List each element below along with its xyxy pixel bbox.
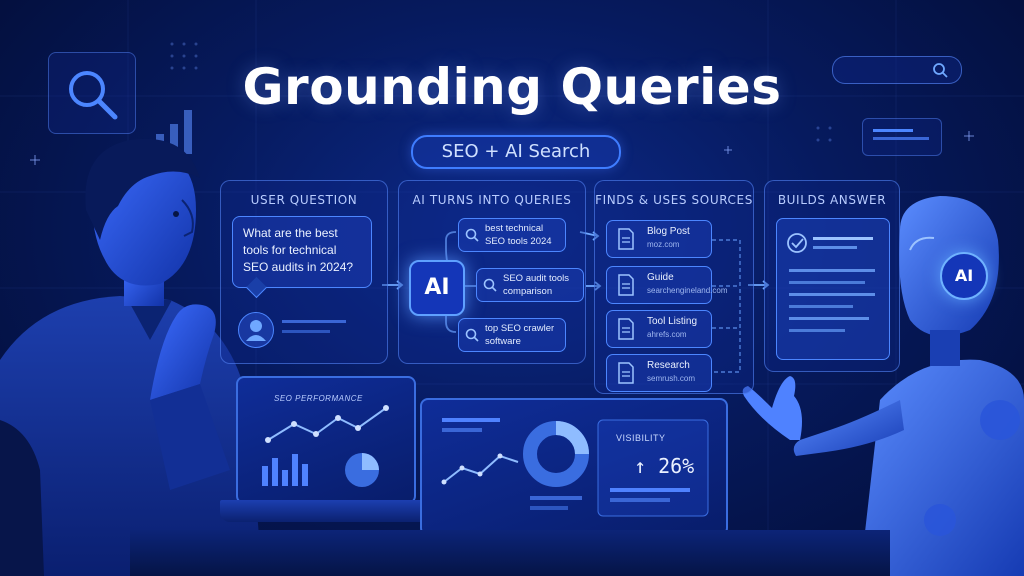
source-item: Tool Listing ahrefs.com [606, 310, 712, 348]
check-circle-icon [787, 233, 875, 332]
source-domain: semrush.com [647, 374, 696, 383]
source-title: Tool Listing [647, 316, 698, 327]
question-bubble: What are the best tools for technical SE… [232, 216, 372, 288]
laptop-label: SEO PERFORMANCE [274, 394, 363, 403]
text-card-decor [862, 118, 942, 156]
magnifier-card [48, 52, 136, 134]
document-icon [618, 318, 634, 340]
subtitle-badge: SEO + AI Search [411, 135, 621, 169]
panel-heading: BUILDS ANSWER [777, 193, 887, 207]
panel-heading: AI TURNS INTO QUERIES [412, 193, 572, 207]
source-title: Guide [647, 272, 674, 283]
robot-ai-badge: AI [940, 252, 988, 300]
page-title: Grounding Queries [242, 58, 782, 116]
panel-heading: FINDS & USES SOURCES [595, 193, 753, 207]
source-item: Blog Post moz.com [606, 220, 712, 258]
answer-document [776, 218, 890, 360]
query-text: SEO audit tools comparison [503, 273, 570, 297]
person-figure [0, 138, 262, 576]
line-chart-icon [262, 405, 389, 487]
source-domain: moz.com [647, 240, 680, 249]
dashboard-charts [441, 418, 709, 517]
document-icon [618, 228, 634, 250]
ai-chip: AI [409, 260, 465, 316]
source-item: Guide searchengineland.com [606, 266, 728, 304]
visibility-label: VISIBILITY [616, 433, 666, 443]
search-icon [465, 328, 479, 342]
query-item: best technical SEO tools 2024 [458, 218, 566, 252]
source-title: Blog Post [647, 226, 690, 237]
document-icon [618, 362, 634, 384]
query-item: top SEO crawler software [458, 318, 566, 352]
search-icon [483, 278, 497, 292]
user-avatar [238, 312, 274, 348]
source-domain: searchengineland.com [647, 286, 728, 295]
user-icon [246, 320, 266, 341]
text-lines-icon [873, 129, 929, 140]
search-icon [933, 63, 948, 78]
search-icon [465, 228, 479, 242]
monitor-screen [420, 398, 728, 536]
source-domain: ahrefs.com [647, 330, 687, 339]
panel-answer: BUILDS ANSWER [764, 180, 900, 372]
source-item: Research semrush.com [606, 354, 712, 392]
laptop-base [220, 500, 430, 522]
placeholder-lines [282, 320, 346, 333]
laptop-screen: SEO PERFORMANCE [236, 376, 416, 504]
document-icon [618, 274, 634, 296]
query-text: best technical SEO tools 2024 [485, 223, 552, 247]
panel-heading: USER QUESTION [250, 193, 358, 207]
search-icon [69, 71, 118, 120]
query-item: SEO audit tools comparison [476, 268, 584, 302]
desk [130, 530, 890, 576]
query-text: top SEO crawler software [485, 323, 555, 347]
source-title: Research [647, 360, 690, 371]
visibility-value: ↑ 26% [634, 454, 695, 478]
search-bar-decor [832, 56, 962, 84]
